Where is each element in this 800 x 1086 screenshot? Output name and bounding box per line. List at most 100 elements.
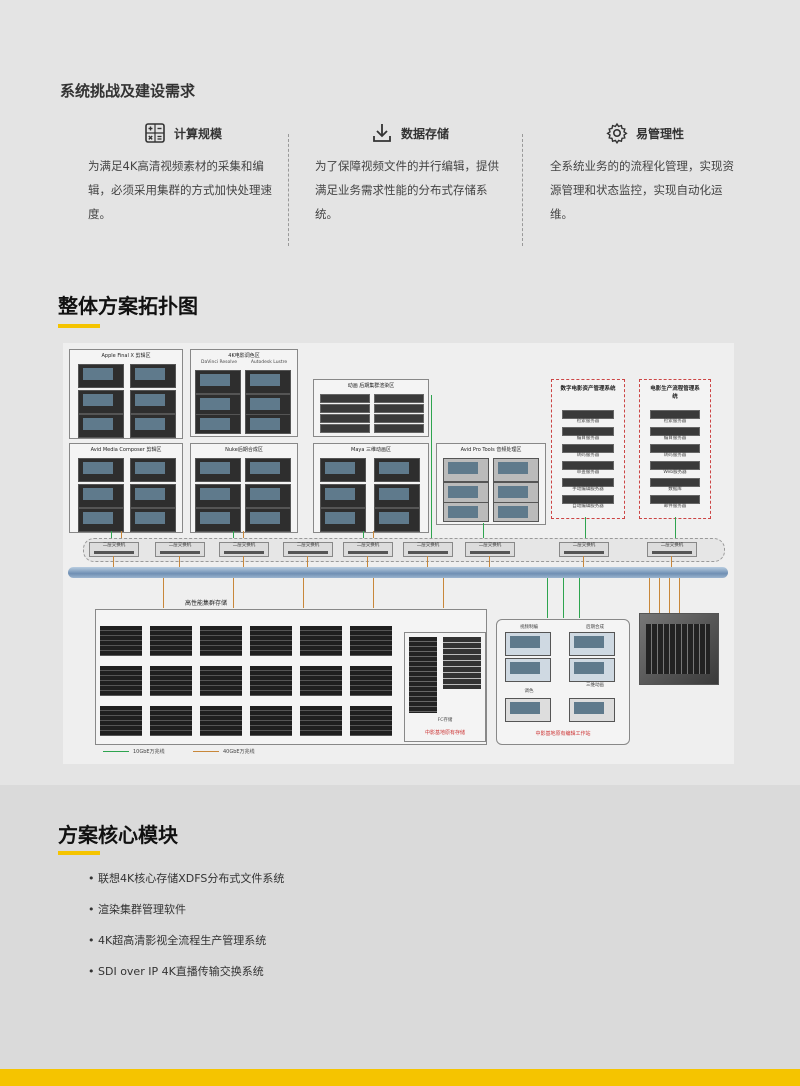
workstation (195, 508, 241, 532)
green-link (675, 517, 676, 542)
orange-link (179, 556, 180, 567)
topology-diagram: Apple Final X 剪辑区 Avid Media Composer 剪辑… (63, 343, 734, 764)
workstation (245, 414, 291, 434)
workstation (78, 508, 124, 532)
server-label: 数据库 (668, 487, 682, 492)
legacy-storage-label: 中影基地原有存储 (424, 730, 465, 736)
storage-node (100, 706, 142, 736)
storage-node (150, 666, 192, 696)
switch-label: 二层交换机 (356, 543, 380, 548)
legend-orange-text: 40GbE万兆线 (223, 749, 255, 755)
layer2-switch: 二层交换机 (89, 542, 139, 557)
list-item: 渲染集群管理软件 (88, 899, 284, 930)
orange-link (243, 556, 244, 567)
green-link (111, 531, 112, 542)
switch-label: 二层交换机 (478, 543, 502, 548)
zone-avid-mc: Avid Media Composer 剪辑区 (69, 443, 183, 533)
legend-green-text: 10GbE万兆线 (133, 749, 165, 755)
server-label: 编目服务器 (663, 436, 687, 441)
workstation (245, 458, 291, 482)
server (650, 495, 700, 504)
legend-green-line (103, 751, 129, 752)
workstation (195, 484, 241, 508)
card-title: 计算规模 (173, 126, 222, 141)
storage-node (350, 706, 392, 736)
server-label: 检索服务器 (663, 419, 687, 424)
storage-node (250, 666, 292, 696)
server (562, 427, 614, 436)
divider (522, 134, 523, 246)
download-icon (373, 124, 391, 142)
storage-node (150, 626, 192, 656)
orange-link (163, 578, 164, 608)
workstation (443, 458, 489, 482)
green-link (431, 395, 432, 542)
orange-link (307, 556, 308, 567)
zone-grading: 4K电影调色区 DaVinci Resolve Autodesk Lustre (190, 349, 298, 437)
orange-link (367, 556, 368, 567)
orange-link (303, 578, 304, 608)
workstation (245, 484, 291, 508)
server (562, 461, 614, 470)
workstation (78, 484, 124, 508)
green-link (547, 578, 548, 618)
workstation (78, 458, 124, 482)
green-link (483, 523, 484, 542)
layer2-switch: 二层交换机 (403, 542, 453, 557)
orange-link (489, 556, 490, 567)
zone-protools: Avid Pro Tools 音频处理区 (436, 443, 546, 525)
gear-icon (606, 122, 628, 144)
workstation (374, 484, 420, 508)
zone-nuke: Nuke后期合成区 (190, 443, 298, 533)
challenge-card-storage: 数据存储 为了保障视频文件的并行编辑，提供满足业务需求性能的分布式存储系统。 (315, 120, 505, 226)
challenge-card-compute: 计算规模 为满足4K高清视频素材的采集和编辑，必须采用集群的方式加快处理速度。 (88, 120, 278, 226)
title-accent-bar (58, 324, 100, 328)
zone-label: Maya 三维动画区 (351, 447, 391, 453)
orange-link (243, 531, 244, 542)
switch-label: 二层交换机 (102, 543, 126, 548)
render-node (320, 414, 370, 423)
workstation (130, 364, 176, 388)
orange-link (583, 556, 584, 567)
server-label: 转码服务器 (576, 453, 600, 458)
storage-node (350, 666, 392, 696)
card-head: 计算规模 (88, 120, 278, 146)
legend-orange-line (193, 751, 219, 752)
zone-asset-mgmt: 数字电影资产管理系统 检索服务器 编目服务器 转码服务器 审查服务器 手动编辑服… (551, 379, 625, 519)
switch-label: 二层交换机 (296, 543, 320, 548)
storage-node (250, 706, 292, 736)
zone-label: Avid Media Composer 剪辑区 (90, 447, 162, 453)
server-label: 邮件服务器 (663, 504, 687, 509)
workstation (130, 484, 176, 508)
ws-label: 三维动画 (586, 683, 604, 688)
render-node (374, 414, 424, 423)
switch-label: 二层交换机 (572, 543, 596, 548)
green-link (585, 517, 586, 542)
modules-list: 联想4K核心存储XDFS分布式文件系统 渲染集群管理软件 4K超高清影视全流程生… (88, 868, 284, 992)
card-head: 数据存储 (315, 120, 505, 146)
server (562, 495, 614, 504)
orange-link (373, 578, 374, 608)
zone-label: 数字电影资产管理系统 (560, 386, 616, 392)
storage-node (300, 666, 342, 696)
server (650, 427, 700, 436)
server-label: 自动编辑服务器 (572, 504, 604, 509)
title-accent-bar (58, 851, 100, 855)
zone-legacy-storage: FC存储 中影基地原有存储 (404, 632, 486, 742)
zone-label: 电影生产流程管理系统 (650, 386, 700, 400)
ws-label: 视频制编 (520, 625, 538, 630)
green-link (563, 578, 564, 618)
storage-node (200, 626, 242, 656)
orange-link (669, 578, 670, 613)
switch-label: 二层交换机 (660, 543, 684, 548)
server-label: Web服务器 (663, 470, 687, 475)
server-label: 编目服务器 (576, 436, 600, 441)
orange-link (373, 531, 374, 542)
blade-slots (646, 624, 710, 674)
workstation (374, 508, 420, 532)
workstation (195, 414, 241, 434)
server (562, 410, 614, 419)
workstation (569, 658, 615, 682)
zone-label: 动画 后期集群渲染区 (347, 383, 395, 389)
server-label: 审查服务器 (576, 470, 600, 475)
